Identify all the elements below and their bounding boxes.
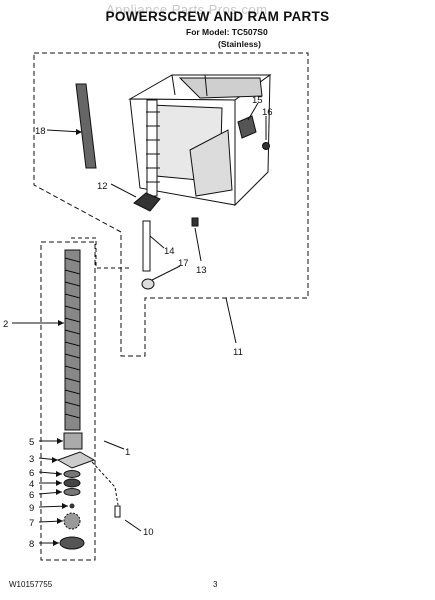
callout-8: 8 — [29, 539, 34, 550]
page-number: 3 — [213, 580, 218, 589]
part-2-powerscrew — [64, 249, 81, 431]
part-10-screw — [114, 505, 121, 518]
part-14-rod — [142, 220, 151, 272]
callout-7: 7 — [29, 518, 34, 529]
part-7-sprocket — [63, 512, 81, 530]
part-5-nut — [63, 432, 83, 450]
callout-17: 17 — [178, 258, 189, 269]
part-18-strip — [75, 83, 97, 169]
callout-12: 12 — [97, 181, 108, 192]
callout-16: 16 — [262, 107, 273, 118]
callout-10: 10 — [143, 527, 154, 538]
document-number: W10157755 — [9, 580, 53, 589]
callout-3: 3 — [29, 454, 34, 465]
part-8-gear — [59, 536, 85, 550]
watermark: Appliance Parts Pros.com — [106, 2, 268, 17]
callout-15: 15 — [252, 95, 263, 106]
part-6-washer-lower — [63, 488, 81, 496]
part-13-screw — [191, 217, 199, 227]
callout-1: 1 — [125, 447, 130, 458]
assembly-1-outline — [40, 241, 96, 561]
leader-lines — [12, 102, 267, 544]
model-line: For Model: TC507S0 — [186, 27, 268, 37]
part-10-lead-line — [91, 461, 119, 506]
callout-5: 5 — [29, 437, 34, 448]
part-15-bracket — [237, 115, 257, 139]
callout-11: 11 — [233, 347, 243, 358]
part-12-bracket — [133, 192, 161, 212]
callout-14: 14 — [164, 246, 175, 257]
callout-4: 4 — [29, 479, 34, 490]
rack-teeth — [146, 111, 160, 183]
part-9-pin — [69, 503, 75, 509]
callout-6-upper: 6 — [29, 468, 34, 479]
part-3-plate — [56, 451, 96, 469]
callout-6-lower: 6 — [29, 490, 34, 501]
callout-13: 13 — [196, 265, 207, 276]
page-title: POWERSCREW AND RAM PARTS — [105, 9, 330, 24]
part-4-bearing — [63, 478, 81, 488]
screw-link-line — [71, 237, 130, 269]
callout-18: 18 — [35, 126, 46, 137]
part-17-ring — [141, 278, 155, 290]
assembly-11-outline — [33, 52, 309, 357]
arrowheads — [52, 129, 82, 546]
callout-9: 9 — [29, 503, 34, 514]
part-6-washer-upper — [63, 470, 81, 478]
part-16-screw — [262, 142, 270, 150]
callout-2: 2 — [3, 319, 8, 330]
variant-label: (Stainless) — [218, 39, 261, 49]
